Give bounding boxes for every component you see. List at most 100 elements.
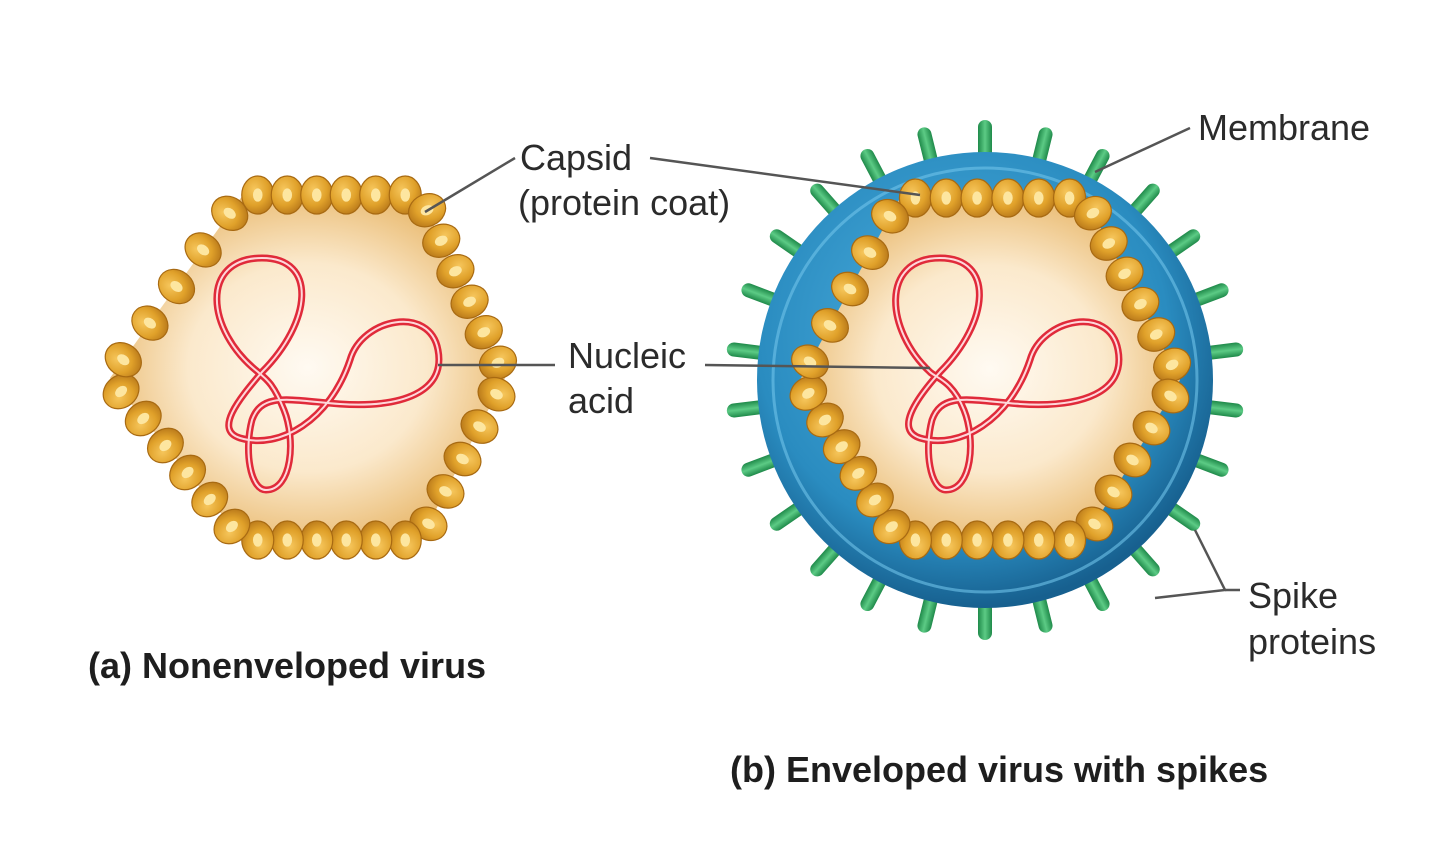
capsomere-highlight (282, 533, 293, 547)
label-nucleic: Nucleic (568, 335, 686, 376)
capsomere-highlight (863, 247, 877, 258)
capsomere-highlight (1107, 486, 1120, 498)
capsomere-highlight (143, 317, 156, 329)
spike-protein (978, 600, 992, 640)
label-acid: acid (568, 380, 634, 421)
capsomere-highlight (1088, 518, 1101, 530)
label-spike: Spike (1248, 575, 1338, 616)
capsomere-highlight (341, 188, 352, 202)
spike-protein (726, 342, 767, 360)
spike-protein (810, 542, 842, 577)
leader-nucleic-b (704, 363, 931, 370)
spike-protein (860, 573, 887, 612)
spike-protein (1190, 283, 1229, 307)
capsomere-highlight (223, 207, 236, 219)
capsomere-highlight (1033, 533, 1044, 547)
capsomere-highlight (137, 412, 150, 425)
capsomere-ring-a (102, 175, 518, 560)
capsomere-highlight (835, 441, 848, 453)
capsomere-highlight (1064, 533, 1075, 547)
capsomere-highlight (490, 388, 503, 400)
capsomere-highlight (1165, 359, 1179, 371)
capsomere-highlight (181, 466, 194, 479)
capsomere-highlight (941, 191, 952, 205)
leader-membrane (1094, 126, 1191, 174)
capsomere-highlight (910, 533, 921, 547)
capsomere-highlight (1145, 422, 1158, 434)
capsomere-highlight (370, 533, 381, 547)
spike-protein (860, 148, 887, 187)
capsomere-highlight (439, 486, 452, 497)
capsomere-highlight (1086, 207, 1100, 219)
spike-protein (769, 501, 806, 531)
capsomere-highlight (1164, 390, 1177, 402)
spike-protein (1203, 400, 1244, 418)
capsomere-highlight (883, 210, 897, 222)
leader-spike (1154, 529, 1227, 600)
capsomere-highlight (170, 280, 183, 293)
capsomere-highlight (941, 533, 952, 547)
capsomere-highlight (473, 421, 486, 432)
capsomere-highlight (885, 521, 898, 533)
capsomere-highlight (1118, 268, 1131, 280)
capsomere-highlight (1126, 454, 1139, 466)
capsomere-highlight (117, 354, 130, 366)
capsomere-highlight (1064, 191, 1075, 205)
capsomere-highlight (197, 244, 210, 256)
spike-protein (810, 183, 842, 218)
capsomere-highlight (422, 518, 435, 530)
membrane-inner-edge (771, 166, 1199, 594)
caption-a: (a) Nonenveloped virus (88, 645, 486, 686)
spike-protein (1083, 573, 1110, 612)
spike-protein (741, 283, 780, 307)
capsomere-highlight (803, 356, 817, 368)
spike-protein (1164, 229, 1201, 259)
capsomere-highlight (972, 533, 982, 547)
spike-protein (917, 593, 938, 633)
capsomere-highlight (823, 320, 837, 331)
capsomere-highlight (852, 467, 865, 479)
capsomere-highlight (341, 533, 352, 547)
nucleic-acid-highlight-b (894, 256, 1120, 492)
capsomere-highlight (203, 493, 216, 506)
capsomere-highlight (1003, 191, 1013, 205)
spike-protein (1032, 127, 1053, 167)
capsomere-highlight (1102, 238, 1116, 249)
spike-protein (1203, 342, 1244, 360)
capsomere-highlight (159, 439, 172, 452)
enveloped-virus (726, 120, 1244, 640)
capsomere-highlight (818, 414, 832, 426)
capsomere-highlight (282, 188, 293, 202)
capsomere-highlight (1033, 191, 1044, 205)
capsomere-highlight (477, 327, 491, 338)
spike-protein (1083, 148, 1110, 187)
capsomere-highlight (434, 235, 448, 246)
spike-protein (1032, 593, 1053, 633)
spike-protein (741, 453, 780, 477)
spike-protein (769, 229, 806, 259)
spike-protein (1190, 453, 1229, 477)
capsomere-highlight (456, 453, 469, 465)
capsid-hexagon-a (110, 195, 505, 540)
capsomere-highlight (449, 266, 462, 277)
capsomere-highlight (400, 533, 411, 547)
leader-capsid-b (649, 156, 921, 197)
capsomere-highlight (252, 533, 263, 547)
capsomere-highlight (1134, 298, 1147, 310)
capsomere-highlight (1003, 533, 1013, 547)
label-membrane: Membrane (1198, 107, 1370, 148)
leader-capsid-a (424, 156, 516, 214)
nucleic-acid-highlight-a (216, 256, 440, 492)
spike-proteins (726, 120, 1244, 640)
capsomere-highlight (802, 387, 815, 399)
capsomere-highlight (311, 533, 322, 547)
capsomere-highlight (1149, 329, 1163, 340)
spike-protein (917, 127, 938, 167)
label-capsid: Capsid (520, 137, 632, 178)
capsomere-highlight (868, 494, 882, 506)
spike-protein (1164, 501, 1201, 531)
capsomere-highlight (311, 188, 322, 202)
leader-lines (424, 126, 1240, 600)
spike-protein (726, 400, 767, 418)
